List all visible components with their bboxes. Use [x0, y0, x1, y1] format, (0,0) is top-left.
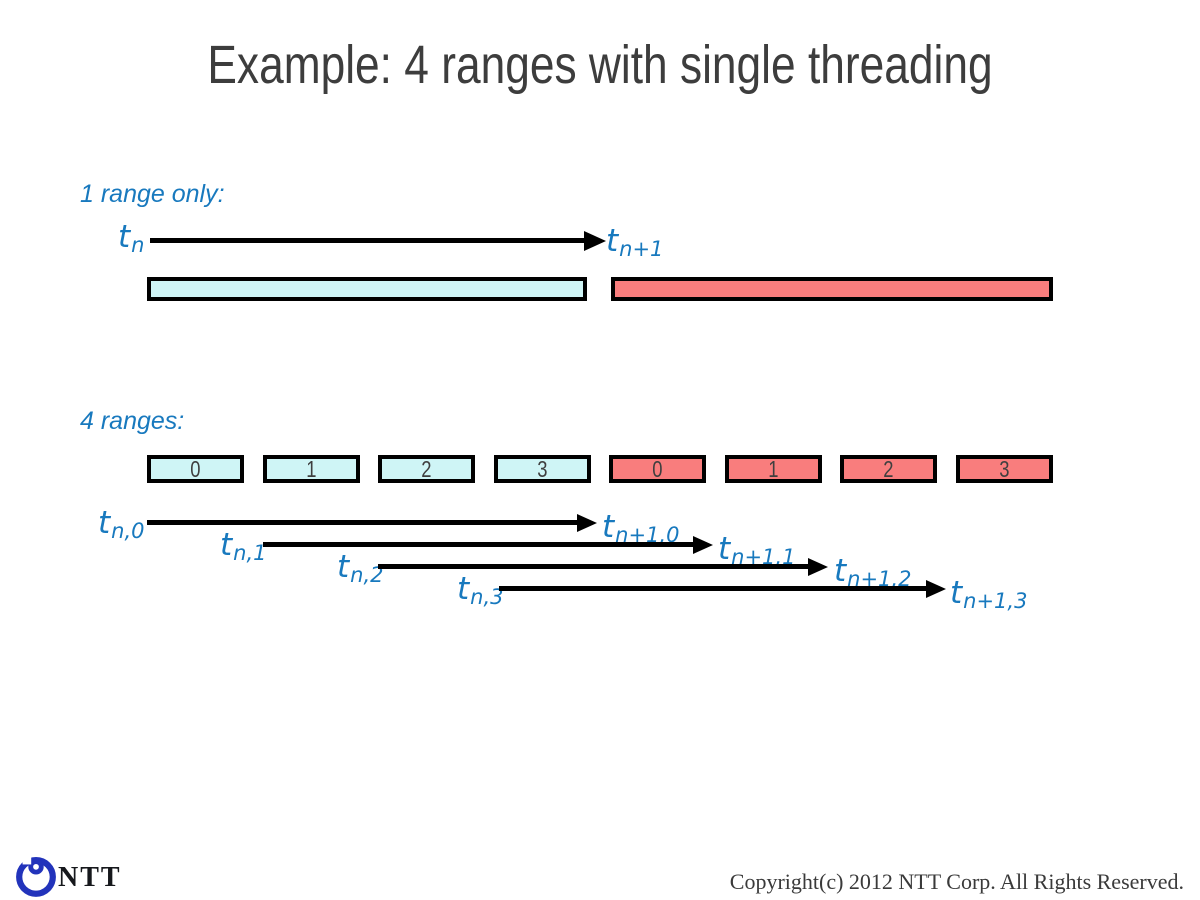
red-range-bar-3: 3 — [956, 455, 1053, 483]
red-range-bar-2: 2 — [840, 455, 937, 483]
t-n0-start-label: tn,0 — [98, 505, 145, 542]
t-base: t — [718, 531, 731, 567]
t-sub: n,1 — [233, 541, 267, 565]
ntt-wordmark: NTT — [58, 862, 122, 893]
t-n1-end-label: tn+1,1 — [718, 531, 795, 568]
single-range-bar-first-half — [147, 277, 587, 301]
range-bar-label: 2 — [883, 456, 894, 482]
cyan-range-bar-0: 0 — [147, 455, 244, 483]
ntt-logo-icon — [16, 854, 56, 897]
t-base: t — [98, 505, 111, 541]
range-bar-label: 3 — [537, 456, 548, 482]
copyright-text: Copyright(c) 2012 NTT Corp. All Rights R… — [729, 869, 1184, 894]
t-sub: n+1,0 — [615, 523, 680, 547]
range-bar-label: 0 — [190, 456, 201, 482]
range-bar-label: 1 — [306, 456, 317, 482]
cyan-range-bar-3: 3 — [494, 455, 591, 483]
range-bar-label: 2 — [421, 456, 432, 482]
thread-arrow-0 — [147, 520, 577, 525]
t-sub: n,2 — [350, 563, 384, 587]
t-base: t — [602, 509, 615, 545]
t-sub: n+1,2 — [847, 567, 912, 591]
single-range-arrow — [150, 238, 584, 243]
range-bar-label: 1 — [768, 456, 779, 482]
range-bar-label: 3 — [999, 456, 1010, 482]
t-base: t — [834, 553, 847, 589]
single-range-heading: 1 range only: — [80, 180, 225, 208]
range-bar-label: 0 — [652, 456, 663, 482]
t-n1-start-label: tn,1 — [220, 527, 267, 564]
t-base: t — [457, 571, 470, 607]
thread-arrow-1 — [263, 542, 693, 547]
t-sub: n+1,1 — [731, 545, 796, 569]
t-n1-base: t — [606, 223, 619, 259]
cyan-range-bar-1: 1 — [263, 455, 360, 483]
t-base: t — [337, 549, 350, 585]
t-n-base: t — [118, 219, 131, 255]
red-range-bar-0: 0 — [609, 455, 706, 483]
cyan-range-bar-2: 2 — [378, 455, 475, 483]
thread-arrow-2 — [378, 564, 808, 569]
t-base: t — [220, 527, 233, 563]
t-n2-end-label: tn+1,2 — [834, 553, 911, 590]
single-range-bar-second-half — [611, 277, 1053, 301]
t-sub: n,3 — [470, 585, 504, 609]
t-sub: n+1,3 — [963, 589, 1028, 613]
thread-arrow-3 — [499, 586, 926, 591]
t-n1-sub: n+1 — [619, 237, 664, 261]
slide-title: Example: 4 ranges with single threading — [207, 35, 993, 95]
t-n3-end-label: tn+1,3 — [950, 575, 1027, 612]
four-ranges-heading: 4 ranges: — [80, 407, 185, 435]
t-n2-start-label: tn,2 — [337, 549, 384, 586]
t-n-sub: n — [131, 233, 145, 257]
t-base: t — [950, 575, 963, 611]
red-range-bar-1: 1 — [725, 455, 822, 483]
t-sub: n,0 — [111, 519, 145, 543]
t-n1-label: tn+1 — [606, 223, 663, 260]
t-n3-start-label: tn,3 — [457, 571, 504, 608]
t-n-label: tn — [118, 219, 144, 256]
t-n0-end-label: tn+1,0 — [602, 509, 679, 546]
